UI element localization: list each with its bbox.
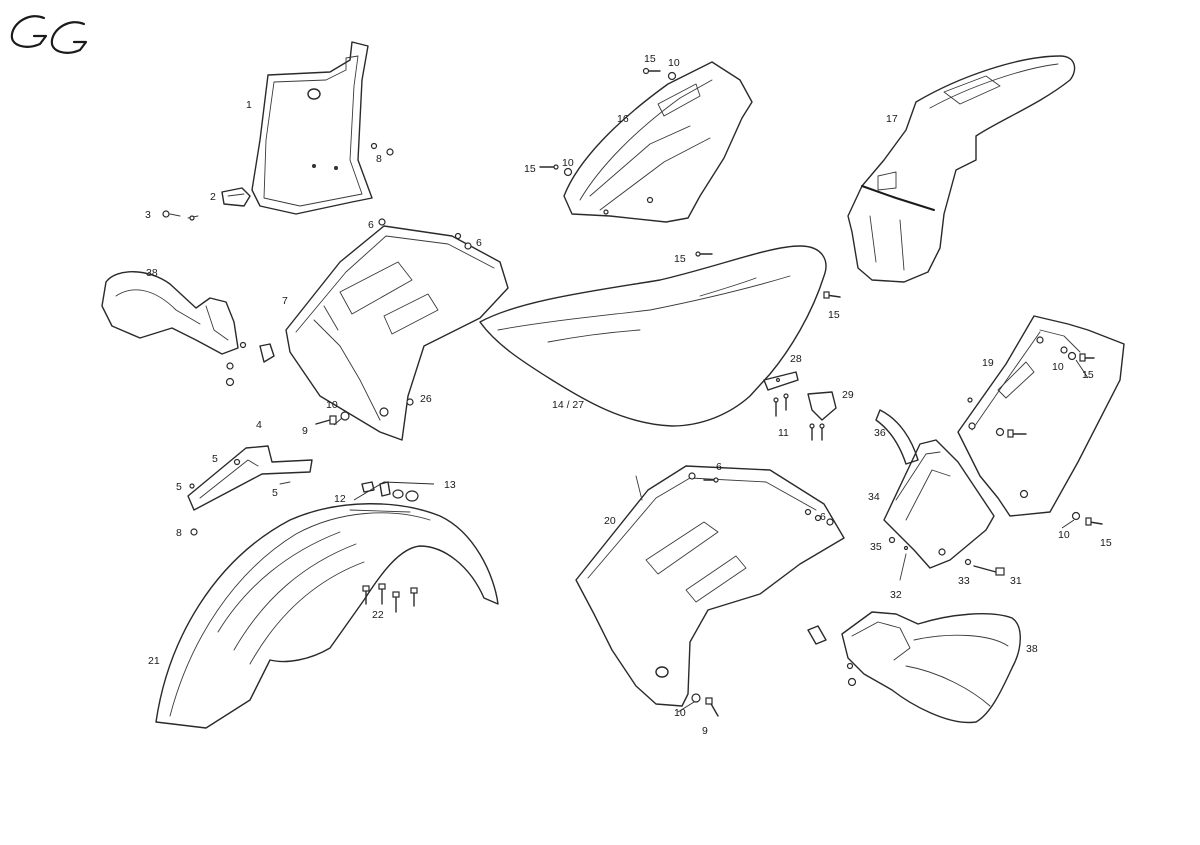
air-box-fasteners [899, 553, 1005, 581]
side-panel-left [563, 61, 753, 223]
plate-screws [162, 210, 199, 221]
rear-fender [847, 55, 1076, 283]
hand-guard-right [807, 611, 1021, 724]
callout-28: 28 [790, 353, 802, 365]
callout-15-d: 15 [828, 309, 840, 321]
callout-10-c: 10 [1052, 361, 1064, 373]
callout-22: 22 [372, 609, 384, 621]
fender-bushings [353, 481, 435, 502]
callout-leaders [333, 359, 1089, 713]
callout-10-right: 10 [674, 707, 686, 719]
side-panel-right-fasteners [1007, 351, 1103, 526]
callout-38-left: 38 [146, 267, 158, 279]
callout-15-a: 15 [644, 53, 656, 65]
callout-9-right: 9 [702, 725, 708, 737]
brand-logo: GG [10, 15, 88, 54]
radiator-shroud-right [575, 465, 845, 707]
plate-bracket [221, 187, 251, 207]
callout-4: 4 [256, 419, 262, 431]
callout-10-d: 10 [1058, 529, 1070, 541]
callout-16: 16 [617, 113, 629, 125]
fender-screws [362, 583, 418, 613]
callout-8-plate: 8 [376, 153, 382, 165]
callout-33: 33 [958, 575, 970, 587]
callout-35: 35 [870, 541, 882, 553]
callout-1: 1 [246, 99, 252, 111]
callout-5-b: 5 [176, 481, 182, 493]
callout-38-right: 38 [1026, 643, 1038, 655]
callout-7: 7 [282, 295, 288, 307]
seat-bolts [695, 251, 841, 299]
callout-8-bracket: 8 [176, 527, 182, 539]
callout-5-c: 5 [272, 487, 278, 499]
callout-15-e: 15 [1082, 369, 1094, 381]
plate-fastener [370, 142, 394, 156]
callout-9-left: 9 [302, 425, 308, 437]
callout-6-d: 6 [820, 511, 826, 523]
callout-20: 20 [604, 515, 616, 527]
hand-guard-left [101, 271, 275, 387]
callout-26: 26 [420, 393, 432, 405]
callout-5-a: 5 [212, 453, 218, 465]
front-number-plate [251, 41, 373, 215]
radiator-shroud-left [285, 218, 509, 441]
callout-12: 12 [334, 493, 346, 505]
callout-15-b: 15 [524, 163, 536, 175]
callout-29: 29 [842, 389, 854, 401]
callout-21: 21 [148, 655, 160, 667]
callout-15-f: 15 [1100, 537, 1112, 549]
callout-10-a: 10 [668, 57, 680, 69]
callout-6-a: 6 [368, 219, 374, 231]
callout-17: 17 [886, 113, 898, 125]
callout-11: 11 [778, 427, 789, 439]
callout-14-27: 14 / 27 [552, 399, 584, 411]
callout-32: 32 [890, 589, 902, 601]
seat [479, 245, 827, 427]
air-box [883, 439, 995, 569]
callout-10-left: 10 [326, 399, 338, 411]
callout-6-c: 6 [716, 461, 722, 473]
callout-19: 19 [982, 357, 994, 369]
side-bracket [187, 445, 313, 536]
side-panel-right [957, 315, 1125, 517]
callout-13: 13 [444, 479, 456, 491]
callout-3: 3 [145, 209, 151, 221]
callout-36: 36 [874, 427, 886, 439]
callout-2: 2 [210, 191, 216, 203]
callout-31: 31 [1010, 575, 1022, 587]
callout-6-b: 6 [476, 237, 482, 249]
callout-labels: 1 2 3 8 38 6 6 7 10 26 9 4 5 5 5 8 12 13… [145, 53, 1112, 737]
fastener-set-left [315, 411, 350, 425]
side-panel-left-fasteners [539, 67, 677, 177]
shroud-right-fasteners [691, 477, 834, 717]
front-fender [155, 503, 499, 729]
callout-10-b: 10 [562, 157, 574, 169]
callout-34: 34 [868, 491, 880, 503]
seat-bracket [763, 371, 837, 441]
callout-15-c: 15 [674, 253, 686, 265]
